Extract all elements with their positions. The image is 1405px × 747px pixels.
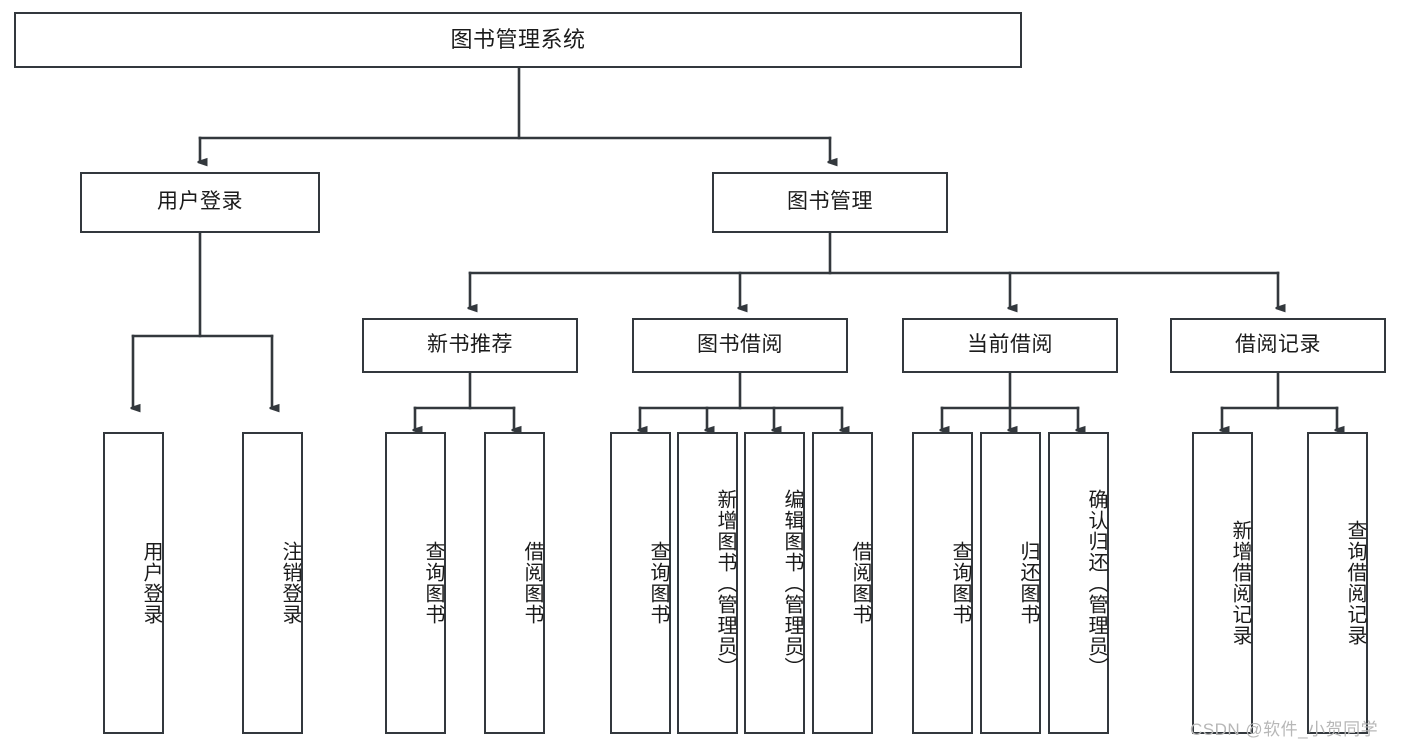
leaf-confirm-return-admin[interactable]: 确认归还（管理员） (1048, 432, 1109, 734)
node-borrow-record[interactable]: 借阅记录 (1170, 318, 1386, 373)
node-new-book-recommend[interactable]: 新书推荐 (362, 318, 578, 373)
leaf-query-book-1[interactable]: 查询图书 (385, 432, 446, 734)
node-book-manage[interactable]: 图书管理 (712, 172, 948, 233)
leaf-borrow-book-1[interactable]: 借阅图书 (484, 432, 545, 734)
leaf-return-book-label: 归还图书 (1017, 541, 1039, 625)
node-user-login-label: 用户登录 (157, 190, 243, 214)
node-book-manage-label: 图书管理 (787, 190, 873, 214)
node-current-borrow[interactable]: 当前借阅 (902, 318, 1118, 373)
node-borrow-record-label: 借阅记录 (1235, 333, 1321, 357)
leaf-borrow-book-2-label: 借阅图书 (849, 541, 871, 625)
leaf-edit-book-admin[interactable]: 编辑图书（管理员） (744, 432, 805, 734)
node-user-login[interactable]: 用户登录 (80, 172, 320, 233)
node-current-borrow-label: 当前借阅 (967, 333, 1053, 357)
node-book-borrow[interactable]: 图书借阅 (632, 318, 848, 373)
node-book-borrow-label: 图书借阅 (697, 333, 783, 357)
leaf-add-book-admin[interactable]: 新增图书（管理员） (677, 432, 738, 734)
leaf-logout-login[interactable]: 注销登录 (242, 432, 303, 734)
node-root-label: 图书管理系统 (450, 27, 586, 53)
leaf-user-login-label: 用户登录 (140, 541, 162, 625)
leaf-query-borrow-record-label: 查询借阅记录 (1344, 520, 1366, 646)
leaf-query-borrow-record[interactable]: 查询借阅记录 (1307, 432, 1368, 734)
leaf-query-book-1-label: 查询图书 (422, 541, 444, 625)
csdn-watermark: CSDN @软件_小贺同学 (1190, 720, 1379, 739)
leaf-query-book-3-label: 查询图书 (949, 541, 971, 625)
leaf-borrow-book-1-label: 借阅图书 (521, 541, 543, 625)
leaf-user-login[interactable]: 用户登录 (103, 432, 164, 734)
leaf-query-book-2-label: 查询图书 (647, 541, 669, 625)
leaf-query-book-2[interactable]: 查询图书 (610, 432, 671, 734)
node-root[interactable]: 图书管理系统 (14, 12, 1022, 68)
node-new-book-recommend-label: 新书推荐 (427, 333, 513, 357)
leaf-logout-login-label: 注销登录 (279, 541, 301, 625)
leaf-borrow-book-2[interactable]: 借阅图书 (812, 432, 873, 734)
leaf-add-borrow-record[interactable]: 新增借阅记录 (1192, 432, 1253, 734)
leaf-add-book-admin-label: 新增图书（管理员） (714, 488, 736, 678)
leaf-return-book[interactable]: 归还图书 (980, 432, 1041, 734)
leaf-add-borrow-record-label: 新增借阅记录 (1229, 520, 1251, 646)
leaf-query-book-3[interactable]: 查询图书 (912, 432, 973, 734)
leaf-edit-book-admin-label: 编辑图书（管理员） (781, 488, 803, 678)
leaf-confirm-return-admin-label: 确认归还（管理员） (1085, 488, 1107, 678)
